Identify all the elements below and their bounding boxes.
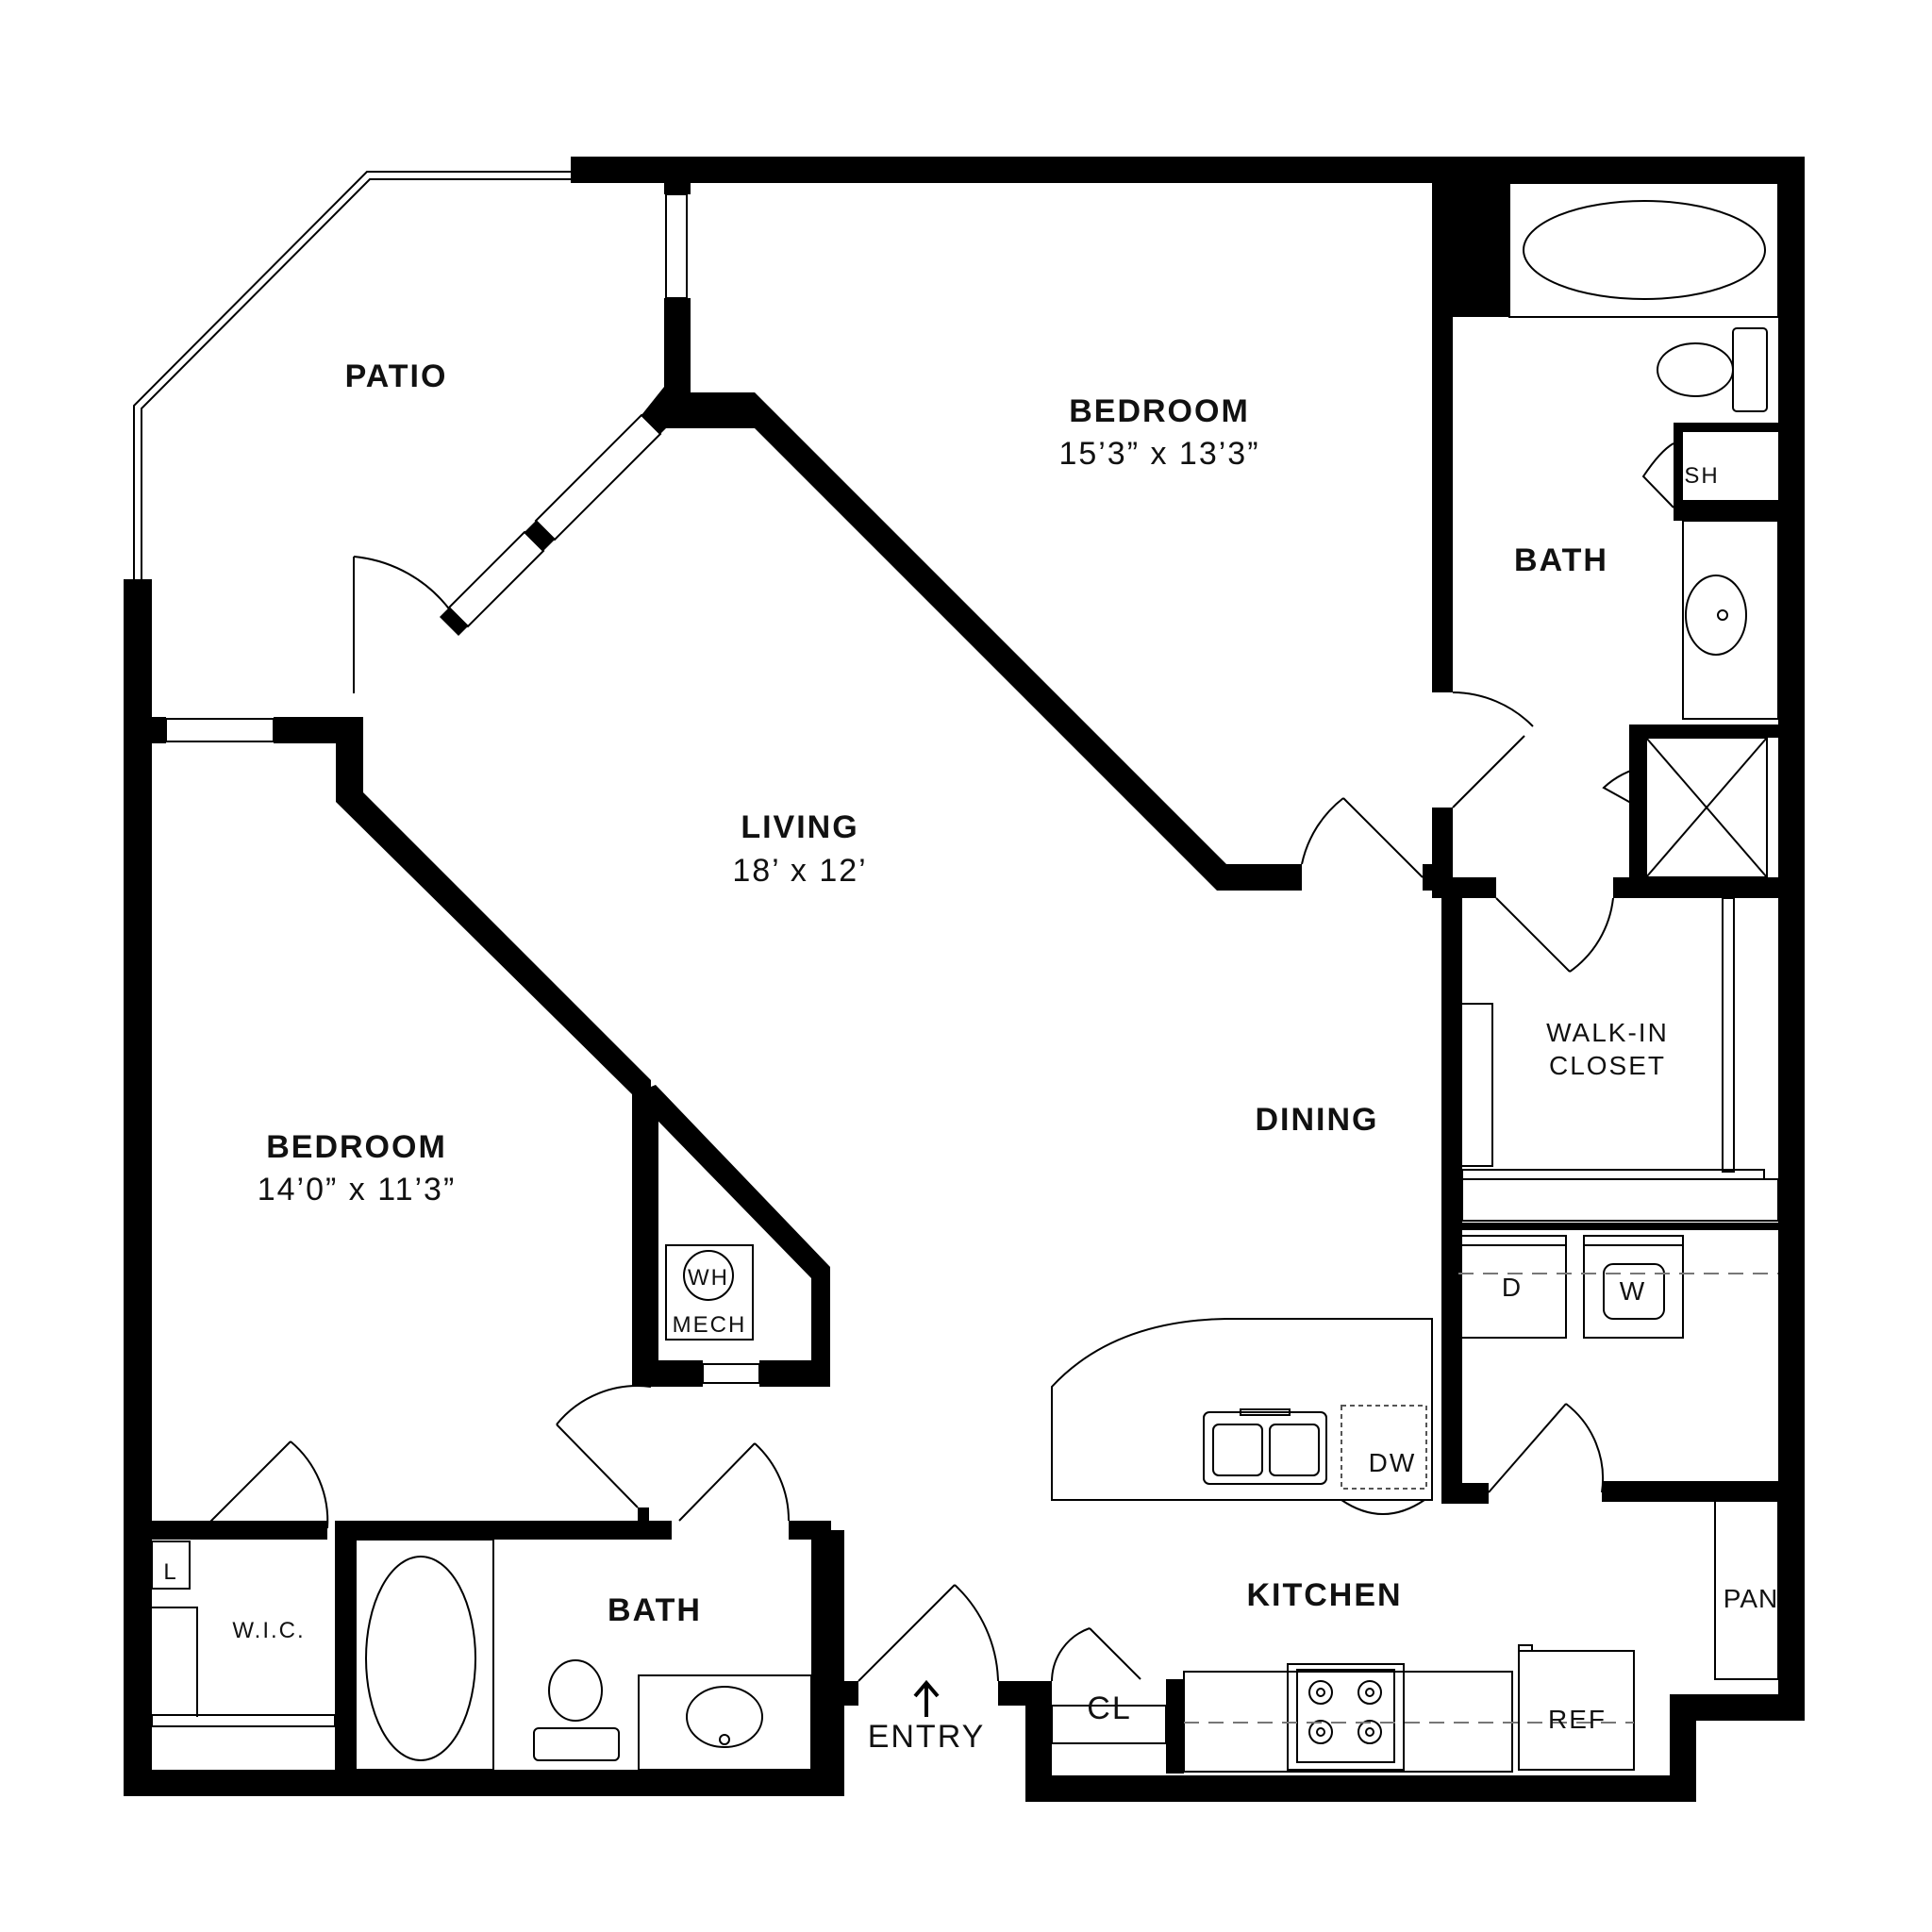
bedroom-second-label: BEDROOM <box>266 1129 447 1165</box>
toilet-icon-2 <box>548 1659 603 1722</box>
laundry <box>1457 1235 1778 1493</box>
water-heater-icon <box>683 1250 734 1301</box>
bath-main-label: BATH <box>1514 542 1608 578</box>
second-suite <box>151 1244 831 1796</box>
refrigerator-icon <box>1518 1650 1635 1771</box>
bedroom-second-size: 14’0” x 11’3” <box>258 1172 457 1208</box>
bath-second-label: BATH <box>608 1592 702 1628</box>
bedroom-main-size: 15’3” x 13’3” <box>1058 436 1259 472</box>
mech-label: MECH <box>673 1312 747 1338</box>
linen-label: L <box>163 1559 177 1585</box>
walk-in-closet-label-2: CLOSET <box>1549 1051 1666 1080</box>
water-heater-label: WH <box>688 1265 729 1291</box>
shower-label: SH <box>1684 463 1719 489</box>
kitchen <box>1051 1318 1779 1774</box>
shower-icon <box>1645 737 1768 878</box>
refrigerator-label: REF <box>1548 1705 1607 1734</box>
kitchen-sink-icon <box>1203 1411 1327 1485</box>
patio-area <box>133 171 691 755</box>
tub-icon <box>365 1556 476 1761</box>
entry <box>858 1584 999 1717</box>
sink-icon <box>1685 575 1747 656</box>
main-bath-fixtures <box>1301 182 1779 973</box>
dining-label: DINING <box>1256 1102 1379 1138</box>
kitchen-island <box>1051 1318 1433 1501</box>
dishwasher-icon <box>1341 1405 1427 1490</box>
interior-walls <box>336 392 1441 1387</box>
toilet-icon <box>1657 342 1734 397</box>
entry-label: ENTRY <box>868 1719 986 1755</box>
main-suite-walls <box>1432 183 1778 1504</box>
living-size: 18’ x 12’ <box>732 853 867 889</box>
bathtub-icon <box>1523 200 1766 300</box>
dishwasher-label: DW <box>1369 1448 1417 1477</box>
pantry-label: PAN <box>1724 1584 1779 1613</box>
patio-label: PATIO <box>345 358 448 394</box>
dryer-label: D <box>1502 1273 1523 1302</box>
wic-label: W.I.C. <box>232 1618 305 1643</box>
sink-icon-2 <box>686 1686 763 1748</box>
exterior-walls <box>124 157 1805 1802</box>
washer-label: W <box>1620 1276 1646 1306</box>
stove-icon <box>1287 1663 1405 1771</box>
walk-in-closet <box>1461 897 1779 1222</box>
coat-closet-label: CL <box>1087 1690 1131 1726</box>
living-label: LIVING <box>741 809 858 845</box>
kitchen-label: KITCHEN <box>1246 1577 1402 1613</box>
walk-in-closet-label-1: WALK-IN <box>1546 1018 1669 1047</box>
bedroom-main-label: BEDROOM <box>1069 393 1250 429</box>
